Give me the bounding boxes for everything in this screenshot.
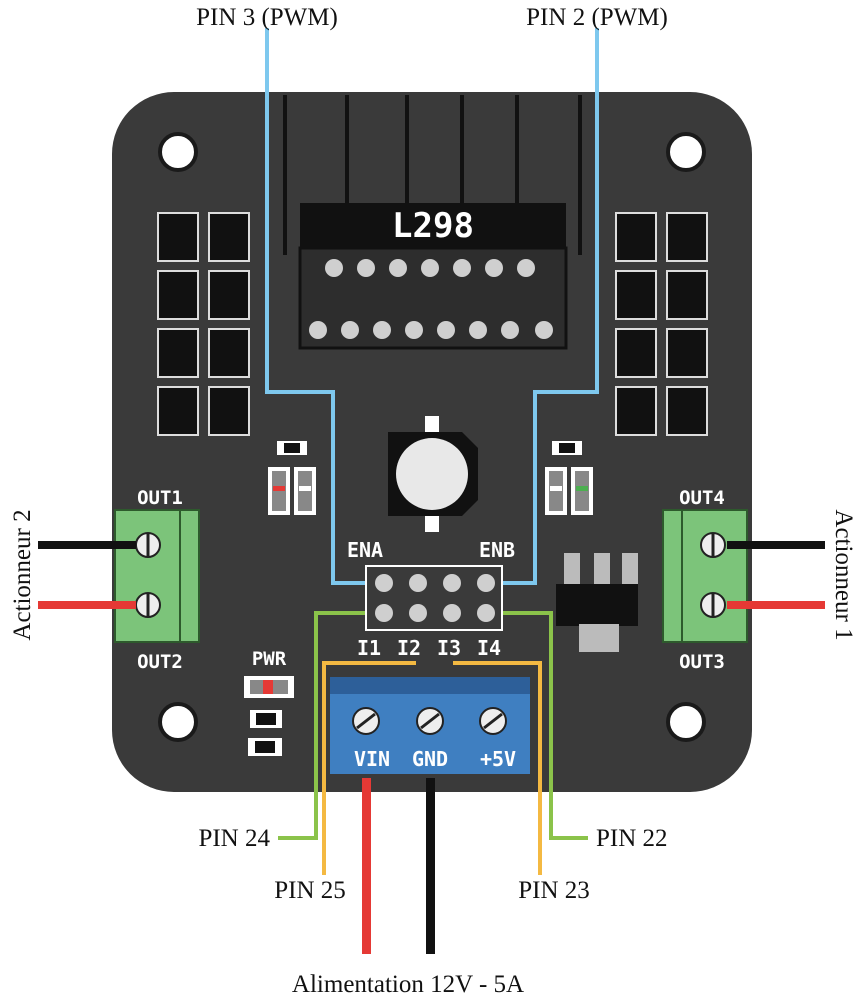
capacitor: [388, 416, 478, 532]
smd-left: [268, 441, 316, 515]
ena-label: ENA: [347, 538, 383, 562]
i1-label: I1: [357, 636, 381, 660]
wire-power-ground: [426, 778, 435, 954]
wire-power-positive: [362, 778, 371, 954]
wire-pin3: [265, 28, 365, 585]
power-terminal: [330, 677, 530, 774]
actuator-2-label: Actionneur 2: [9, 509, 36, 640]
vin-label: VIN: [354, 747, 390, 771]
pin23-label: PIN 23: [518, 877, 590, 904]
mounting-hole: [666, 702, 706, 742]
wire-act1-red: [727, 601, 825, 609]
voltage-regulator: [556, 553, 638, 652]
wire-pin25: [322, 661, 416, 875]
pin3-label: PIN 3 (PWM): [196, 4, 338, 31]
pin24-label: PIN 24: [198, 825, 270, 852]
mounting-hole: [158, 132, 198, 172]
out2-label: OUT2: [137, 651, 183, 673]
terminal-right: [662, 509, 748, 643]
gnd-label: GND: [412, 747, 448, 771]
header-pins: [375, 574, 495, 622]
out4-label: OUT4: [679, 487, 725, 509]
heatsink: [283, 95, 582, 255]
pin22-label: PIN 22: [596, 825, 668, 852]
wire-pin2: [503, 28, 599, 585]
pin2-label: PIN 2 (PWM): [526, 4, 668, 31]
power-label: Alimentation 12V - 5A: [292, 971, 524, 998]
out3-label: OUT3: [679, 651, 725, 673]
i4-label: I4: [477, 636, 501, 660]
mounting-hole: [666, 132, 706, 172]
mounting-hole: [158, 702, 198, 742]
i3-label: I3: [437, 636, 461, 660]
terminal-left: [114, 509, 200, 643]
wire-act1-black: [727, 541, 825, 549]
plus5v-label: +5V: [480, 747, 516, 771]
wire-act2-red: [38, 601, 136, 609]
i2-label: I2: [397, 636, 421, 660]
pin25-label: PIN 25: [274, 877, 346, 904]
wire-pin24: [278, 611, 367, 840]
actuator-1-label: Actionneur 1: [830, 509, 857, 640]
pwr-led-group: [244, 676, 294, 756]
diodes-right: [615, 212, 708, 436]
smd-right: [545, 441, 593, 515]
wire-pin22: [503, 611, 588, 840]
wire-act2-black: [38, 541, 136, 549]
chip-pins: [309, 259, 553, 339]
wire-pin23: [453, 661, 542, 875]
chip-body: [300, 203, 566, 248]
diodes-left: [157, 212, 250, 436]
pwr-label: PWR: [252, 648, 287, 670]
chip-label: L298: [392, 206, 474, 246]
out1-label: OUT1: [137, 487, 183, 509]
control-header: [365, 565, 503, 631]
enb-label: ENB: [479, 538, 515, 562]
